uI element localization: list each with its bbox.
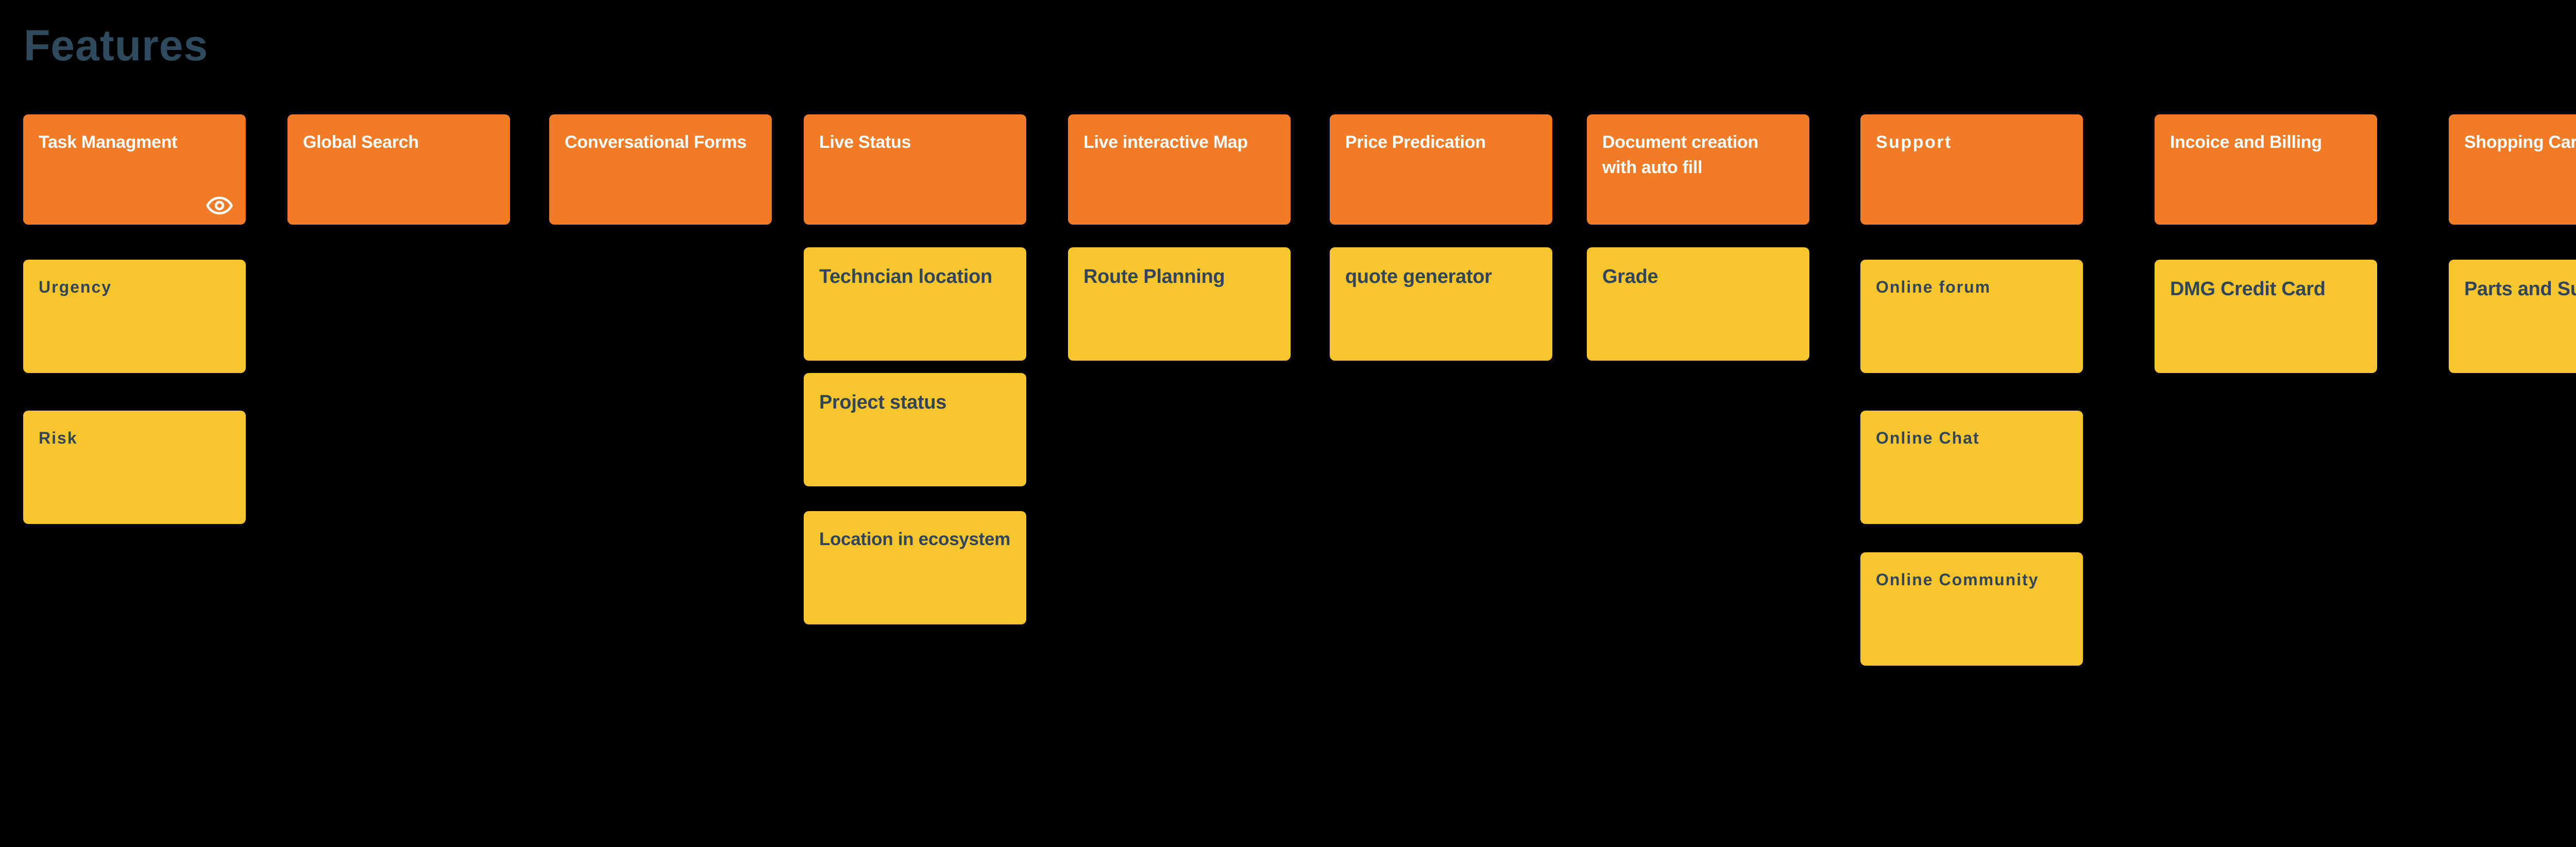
card-label: Online Chat (1876, 429, 1980, 447)
card-label: DMG Credit Card (2170, 278, 2326, 300)
card-parts-and-supply[interactable]: Parts and Supply (2449, 260, 2576, 373)
card-techncian-location[interactable]: Techncian location (804, 247, 1026, 361)
card-urgency[interactable]: Urgency (23, 260, 246, 373)
column-title: Document creation with auto fill (1602, 132, 1758, 178)
column-conversational-forms: Conversational Forms (549, 0, 772, 847)
card-label: Route Planning (1083, 266, 1225, 287)
column-header-card-live-interactive-map[interactable]: Live interactive Map (1068, 114, 1291, 225)
page-title: Features (24, 21, 209, 70)
card-label: Project status (819, 392, 947, 413)
column-header-card-price-predication[interactable]: Price Predication (1330, 114, 1552, 225)
column-header-card-support[interactable]: Support (1860, 114, 2083, 225)
column-header-card-live-status[interactable]: Live Status (804, 114, 1026, 225)
column-header-card-shopping-cart[interactable]: Shopping Cart (2449, 114, 2576, 225)
column-header-card-global-search[interactable]: Global Search (287, 114, 510, 225)
card-quote-generator[interactable]: quote generator (1330, 247, 1552, 361)
card-label: Urgency (39, 278, 112, 296)
column-title: Task Managment (39, 132, 178, 152)
card-label: quote generator (1345, 266, 1492, 287)
column-header-card-incoice-and-billing[interactable]: Incoice and Billing (2155, 114, 2377, 225)
column-header-card-document-creation-with-auto-fill[interactable]: Document creation with auto fill (1587, 114, 1809, 225)
card-risk[interactable]: Risk (23, 411, 246, 524)
card-online-chat[interactable]: Online Chat (1860, 411, 2083, 524)
card-dmg-credit-card[interactable]: DMG Credit Card (2155, 260, 2377, 373)
card-grade[interactable]: Grade (1587, 247, 1809, 361)
card-online-forum[interactable]: Online forum (1860, 260, 2083, 373)
eye-icon[interactable] (206, 196, 233, 215)
card-label: Online forum (1876, 278, 1991, 296)
card-label: Online Community (1876, 570, 2039, 589)
card-label: Location in ecosystem (819, 529, 1011, 549)
card-route-planning[interactable]: Route Planning (1068, 247, 1291, 361)
card-label: Parts and Supply (2464, 278, 2576, 300)
column-title: Support (1876, 132, 1952, 152)
card-label: Risk (39, 429, 78, 447)
column-global-search: Global Search (287, 0, 510, 847)
column-title: Shopping Cart (2464, 132, 2576, 152)
column-price-predication: Price Predication quote generator (1330, 0, 1552, 847)
column-header-card-conversational-forms[interactable]: Conversational Forms (549, 114, 772, 225)
column-title: Price Predication (1345, 132, 1486, 152)
column-title: Global Search (303, 132, 419, 152)
card-location-in-ecosystem[interactable]: Location in ecosystem (804, 511, 1026, 624)
card-project-status[interactable]: Project status (804, 373, 1026, 486)
column-header-card-task-managment[interactable]: Task Managment (23, 114, 246, 225)
column-title: Incoice and Billing (2170, 132, 2322, 152)
column-title: Live Status (819, 132, 911, 152)
card-online-community[interactable]: Online Community (1860, 552, 2083, 666)
card-label: Techncian location (819, 266, 992, 287)
column-title: Conversational Forms (565, 132, 747, 152)
column-title: Live interactive Map (1083, 132, 1248, 152)
card-label: Grade (1602, 266, 1658, 287)
